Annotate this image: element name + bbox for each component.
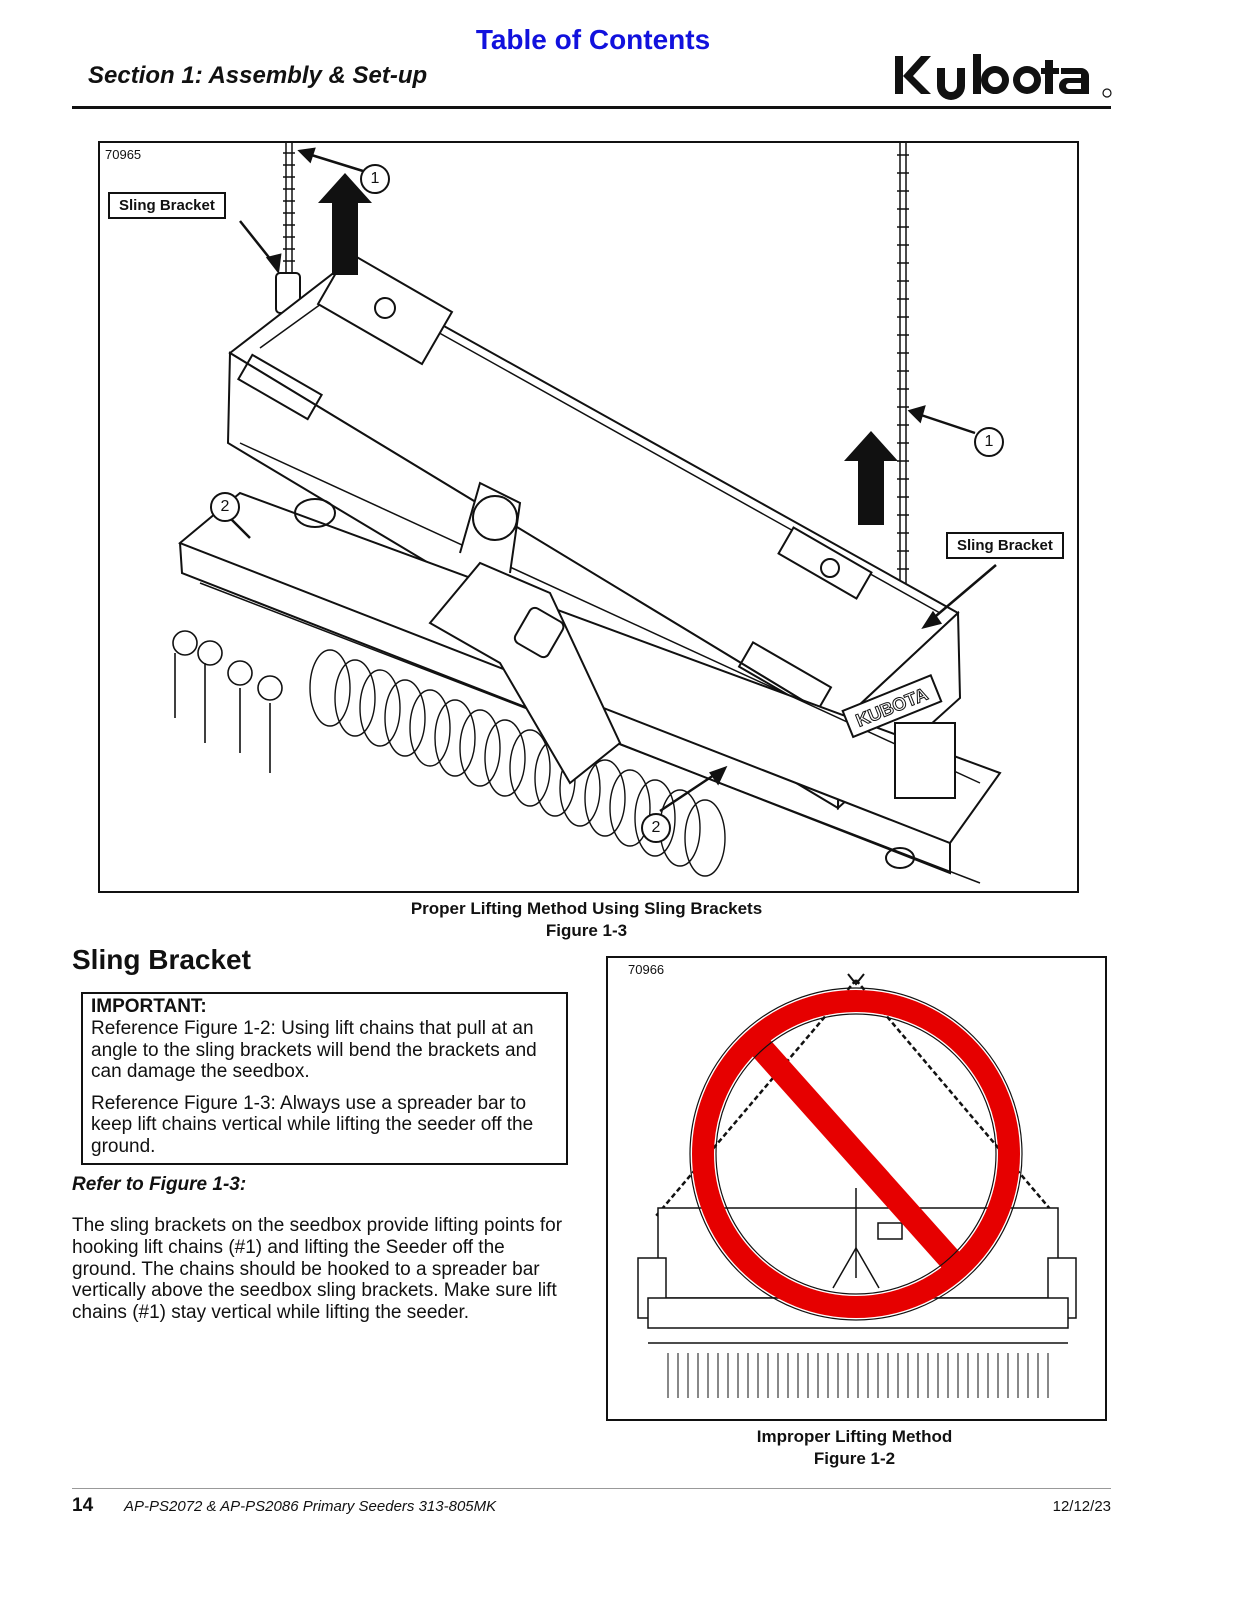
figure-1-3-caption: Proper Lifting Method Using Sling Bracke… [98,898,1075,942]
header-rule [72,106,1111,109]
figure-number: 70966 [628,962,665,977]
callout-1-right: 1 [974,427,1004,457]
figure-improper-lifting: 70966 [606,956,1107,1421]
important-label: IMPORTANT: [91,996,207,1017]
lift-arrow-left [318,173,372,275]
callout-1-top: 1 [360,164,390,194]
page-number: 14 [72,1495,94,1516]
figure-number: 70965 [105,147,142,162]
figure-1-2-caption: Improper Lifting Method Figure 1-2 [606,1426,1103,1470]
kubota-logo-icon [895,54,1112,100]
important-notice: IMPORTANT: Reference Figure 1-2: Using l… [81,992,568,1165]
left-lift-chain [283,143,295,273]
figure-1-3-label: Figure 1-3 [545,921,628,940]
prohibition-sign [689,987,1023,1321]
sling-bracket-label-left: Sling Bracket [108,192,226,219]
figure-1-2-label: Figure 1-2 [813,1449,896,1468]
important-paragraph-2: Reference Figure 1-3: Always use a sprea… [91,1092,534,1157]
section-title: Section 1: Assembly & Set-up [88,62,428,89]
callout-2-bottom: 2 [641,813,671,843]
improper-lifting-illustration [637,973,1077,1398]
sling-bracket-label-right: Sling Bracket [946,532,1064,559]
right-lift-chain [897,143,909,623]
document-date: 12/12/23 [1052,1498,1111,1515]
lift-arrow-right [844,431,898,525]
table-of-contents-link[interactable]: Table of Contents [475,24,711,55]
figure-1-3-title: Proper Lifting Method Using Sling Bracke… [410,899,763,918]
refer-to-figure: Refer to Figure 1-3: [72,1174,247,1195]
document-title: AP-PS2072 & AP-PS2086 Primary Seeders 31… [124,1498,497,1515]
important-paragraph-1: Reference Figure 1-2: Using lift chains … [91,1018,537,1082]
footer-rule [72,1488,1111,1489]
figure-proper-lifting: 70965 [98,141,1079,893]
section-heading: Sling Bracket [72,944,251,975]
seeder-illustration: KUBOTA [172,143,1002,884]
body-paragraph: The sling brackets on the seedbox provid… [72,1215,563,1324]
figure-1-2-title: Improper Lifting Method [756,1427,953,1446]
callout-2-left: 2 [210,492,240,522]
kubota-logo [893,52,1115,102]
